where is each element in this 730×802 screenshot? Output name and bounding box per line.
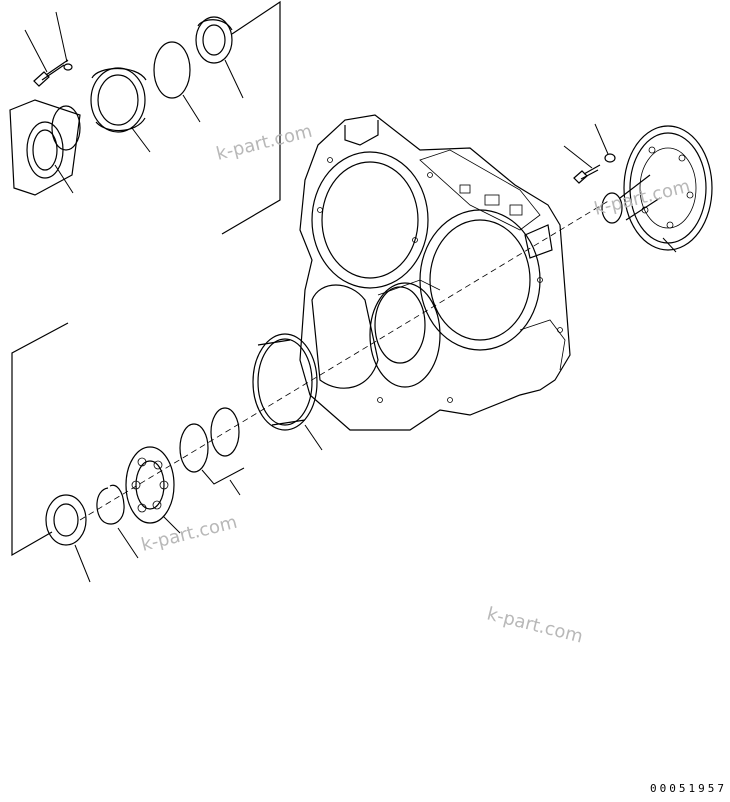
sleeve-part	[252, 333, 323, 451]
washer-right-part	[594, 123, 616, 163]
washer-part	[55, 11, 73, 71]
watermark-3: k-part.com	[139, 512, 239, 556]
drawing-code: 00051957	[650, 782, 727, 795]
transmission-case-part	[299, 114, 571, 431]
retainer-hub-part	[90, 67, 151, 153]
bolt-part	[24, 29, 69, 87]
shim-pair-part	[179, 407, 245, 496]
snap-ring-part	[96, 484, 139, 559]
watermark-1: k-part.com	[214, 121, 314, 165]
oil-seal-upper-part	[195, 16, 244, 99]
bearing-part	[125, 446, 181, 534]
watermark-4: k-part.com	[485, 603, 585, 647]
coupling-flange-part	[9, 99, 81, 196]
o-ring-part	[153, 41, 201, 123]
upper-group-bracket	[221, 0, 281, 235]
shaft-centerline	[79, 199, 611, 521]
oil-seal-lower-part	[45, 494, 91, 583]
gear-shaft-part	[601, 125, 713, 253]
watermark-2: k-part.com	[592, 176, 692, 220]
bolt-right-part	[563, 145, 601, 184]
lower-group-bracket	[11, 322, 69, 557]
